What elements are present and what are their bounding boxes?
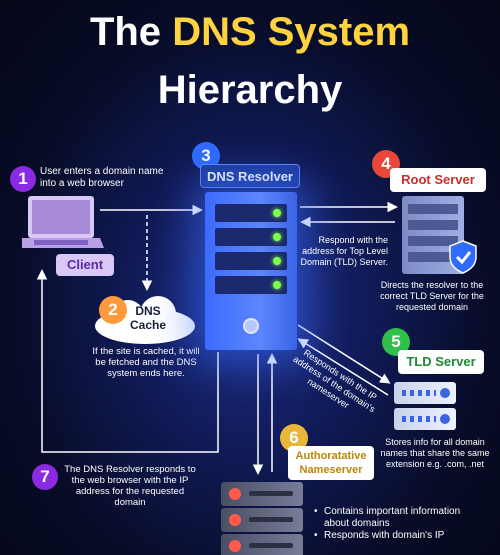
- status-led-icon: [273, 209, 281, 217]
- server-slot: [215, 276, 287, 294]
- arrow-resolver-to-tld: [297, 324, 391, 384]
- auth-bullet-list: •Contains important information about do…: [314, 506, 484, 542]
- tld-server-unit: [394, 382, 456, 404]
- authoritative-nameserver-label: Authoratative Nameserver: [288, 446, 374, 480]
- step-4-text: Directs the resolver to the correct TLD …: [380, 280, 484, 312]
- laptop-icon: [20, 194, 104, 261]
- list-item: •Contains important information about do…: [314, 506, 461, 529]
- tld-server-label: TLD Server: [398, 350, 484, 374]
- status-led-icon: [273, 257, 281, 265]
- root-response-text: Respond with the address for Top Level D…: [300, 235, 388, 267]
- root-server-label: Root Server: [390, 168, 486, 192]
- step-2-badge: 2: [99, 296, 127, 324]
- step-1-text: User enters a domain name into a web bro…: [40, 166, 164, 189]
- auth-server-unit: [221, 482, 303, 506]
- title-highlight: DNS System: [172, 10, 411, 54]
- dns-resolver-label: DNS Resolver: [200, 164, 300, 188]
- step-2-text: If the site is cached, it will be fetche…: [92, 346, 200, 379]
- server-slot: [215, 204, 287, 222]
- server-slot: [215, 252, 287, 270]
- power-button-icon: [243, 318, 259, 334]
- dns-cache-label: DNS Cache: [129, 304, 167, 332]
- auth-server-unit: [221, 534, 303, 555]
- step-7-text: The DNS Resolver responds to the web bro…: [64, 464, 196, 508]
- dns-resolver-server-icon: [205, 192, 297, 350]
- title-prefix: The: [89, 10, 162, 54]
- auth-server-unit: [221, 508, 303, 532]
- arrow-resolver-to-client: [36, 269, 219, 453]
- status-led-icon: [273, 233, 281, 241]
- client-label: Client: [56, 254, 114, 276]
- tld-server-unit: [394, 408, 456, 430]
- arrow-tld-to-resolver: [297, 338, 389, 396]
- title-line-1: The DNS System: [0, 10, 500, 55]
- title-line-2: Hierarchy: [157, 68, 343, 112]
- list-item: •Responds with domain's IP: [314, 530, 445, 541]
- step-1-badge: 1: [10, 166, 36, 192]
- server-slot: [215, 228, 287, 246]
- step-7-badge: 7: [32, 464, 58, 490]
- shield-check-icon: [448, 240, 478, 279]
- step-5-text: Stores info for all domain names that sh…: [380, 437, 490, 469]
- status-led-icon: [273, 281, 281, 289]
